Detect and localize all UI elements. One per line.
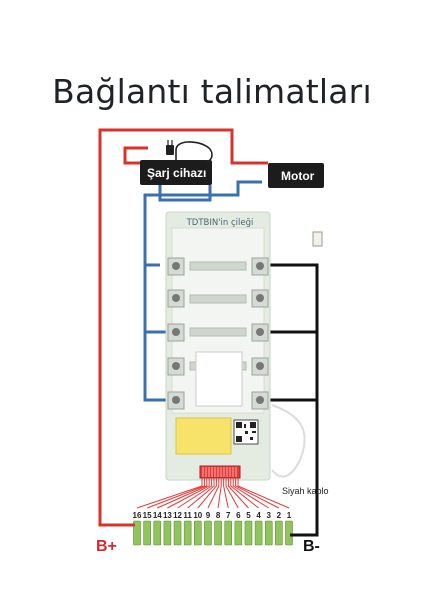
balance-wire (187, 478, 215, 509)
balance-wires (136, 478, 290, 509)
motor-label: Motor (281, 169, 315, 183)
cell-tab (183, 520, 192, 546)
pin-number: 9 (205, 511, 211, 520)
blue-wire (143, 180, 262, 267)
cell-tabs (133, 520, 293, 546)
pin-number: 4 (256, 511, 261, 520)
spec-label (195, 351, 243, 407)
cell-tab (285, 520, 293, 546)
cell-tab (234, 520, 243, 546)
balance-wire (207, 478, 220, 509)
red-wire-charger (123, 146, 148, 165)
pin-number: 1 (286, 511, 292, 520)
pin-number: 15 (142, 511, 152, 520)
pin-number: 12 (173, 511, 182, 520)
sensor-connector (312, 231, 323, 247)
cell-tab (224, 520, 232, 546)
balance-wire (237, 478, 290, 509)
cell-tab (153, 520, 162, 546)
cell-tab (254, 520, 263, 546)
cell-tab (173, 520, 182, 546)
pin-number: 10 (193, 511, 203, 520)
blue-wire-charger (158, 185, 212, 202)
plug-icon (166, 145, 174, 155)
pin-number: 14 (152, 511, 162, 520)
cell-tab (214, 520, 222, 546)
motor-box (268, 163, 324, 188)
balance-wire (197, 478, 217, 509)
balance-wire (167, 478, 210, 509)
warning-label (175, 417, 232, 455)
charger-cable (175, 141, 213, 163)
pin-number: 7 (225, 511, 231, 520)
balance-wire (223, 478, 229, 509)
balance-wire (230, 478, 259, 509)
bplus-label: B+ (96, 538, 117, 555)
charger-box (140, 160, 212, 185)
balance-wire (232, 478, 269, 509)
qr-code-icon (233, 419, 259, 445)
black-wire-right-bus (268, 263, 319, 537)
board-title: TDTBIN'in çileği (186, 218, 254, 228)
balance-pins (202, 467, 237, 477)
balance-wire (217, 478, 222, 509)
pin-number: 2 (276, 511, 282, 520)
balance-wire (177, 478, 213, 509)
page-title: Bağlantı talimatları (52, 72, 372, 111)
cell-tab (264, 520, 273, 546)
cell-tab (194, 520, 202, 546)
cell-tab (143, 520, 151, 546)
cell-tab (163, 520, 172, 546)
cell-tab (275, 520, 283, 546)
balance-wire (227, 478, 249, 509)
balance-wire (235, 478, 280, 509)
white-sensor-cable (271, 404, 306, 478)
pin-number: 11 (183, 511, 192, 520)
pin-number: 3 (266, 511, 271, 520)
pin-number: 6 (236, 511, 241, 520)
blue-wire-left-bus (143, 265, 168, 402)
black-cable-label: Siyah kablo (282, 486, 329, 496)
balance-wire (136, 478, 203, 509)
charger-label: Şarj cihazı (147, 166, 207, 180)
balance-wire (157, 478, 208, 509)
red-wire (98, 128, 268, 527)
left-terminals (167, 257, 185, 410)
balance-wire (225, 478, 239, 509)
pin-number: 5 (246, 511, 251, 520)
balance-wire (146, 478, 205, 509)
cell-tab (244, 520, 253, 546)
cell-tab (204, 520, 212, 546)
pin-number: 13 (162, 511, 172, 520)
bminus-label: B- (303, 538, 320, 555)
right-terminals (251, 257, 269, 410)
pin-number: 16 (132, 511, 142, 520)
cell-tab (133, 520, 141, 546)
pin-number: 8 (215, 511, 221, 520)
